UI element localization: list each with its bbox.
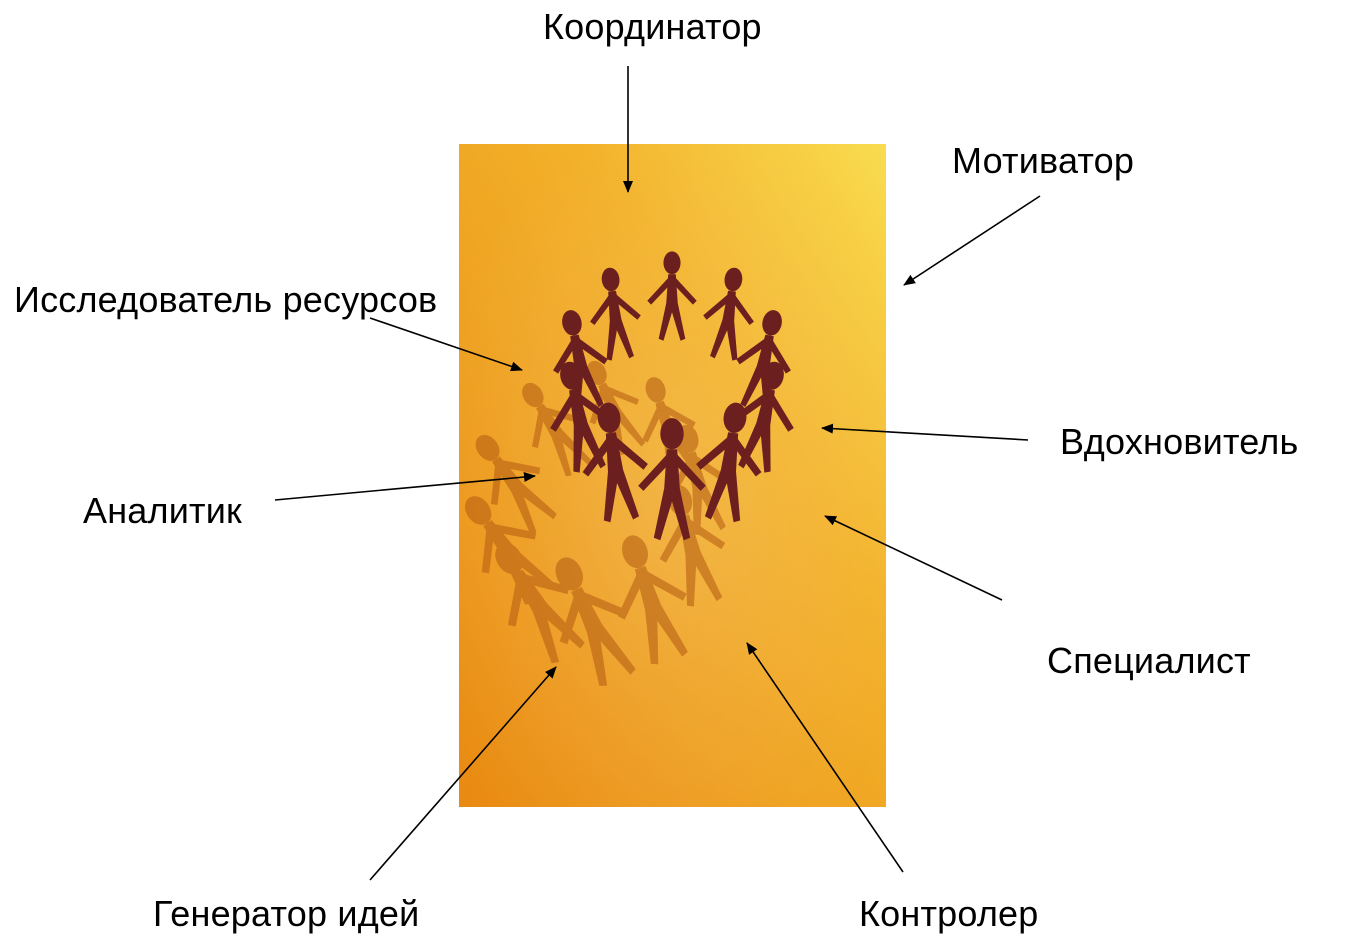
label-idea-generator: Генератор идей xyxy=(153,896,419,932)
label-analyst: Аналитик xyxy=(83,493,242,529)
label-controller: Контролер xyxy=(859,896,1038,932)
photo-paper-people xyxy=(442,144,886,807)
label-specialist: Специалист xyxy=(1047,643,1251,679)
label-inspirer: Вдохновитель xyxy=(1060,424,1298,460)
label-coordinator: Координатор xyxy=(543,9,762,45)
arrow-motivator xyxy=(904,196,1040,285)
label-resource-investigator: Исследователь ресурсов xyxy=(14,282,437,318)
label-motivator: Мотиватор xyxy=(952,143,1134,179)
